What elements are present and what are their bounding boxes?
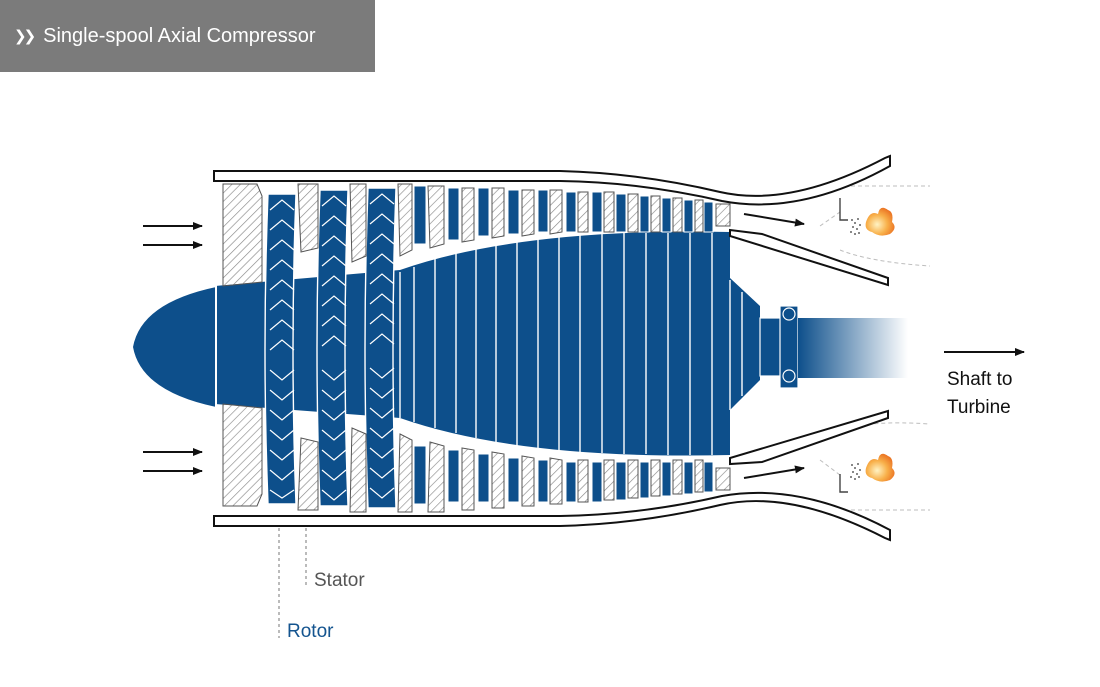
rotor-label: Rotor: [287, 621, 334, 642]
page-title: Single-spool Axial Compressor: [43, 24, 316, 47]
stator-vanes: [222, 183, 731, 513]
turbine-shaft: [759, 305, 908, 389]
fuel-injectors: [839, 198, 861, 493]
stator-label: Stator: [314, 570, 365, 591]
shaft-to-turbine-label: Shaft to Turbine: [947, 366, 1013, 422]
chevron-right-icon: ❯❯: [14, 28, 36, 45]
label-leaders: [278, 528, 307, 638]
combustion-flame-icon: [865, 207, 895, 482]
rotor-blades-rear: [413, 185, 714, 505]
rotor-stage-lines: [399, 233, 743, 455]
rotor-blade-chevrons: [269, 193, 395, 501]
rotor-core: [215, 231, 760, 456]
shaft-label-line1: Shaft to: [947, 369, 1013, 390]
outer-casing: [213, 154, 891, 542]
nose-cone: [130, 284, 217, 410]
header-bar: ❯❯ Single-spool Axial Compressor: [0, 0, 375, 72]
airflow-arrows: [143, 213, 1025, 479]
shaft-label-line2: Turbine: [947, 397, 1011, 418]
rotor-blades-front: [264, 187, 397, 509]
combustor-liners: [729, 228, 889, 466]
